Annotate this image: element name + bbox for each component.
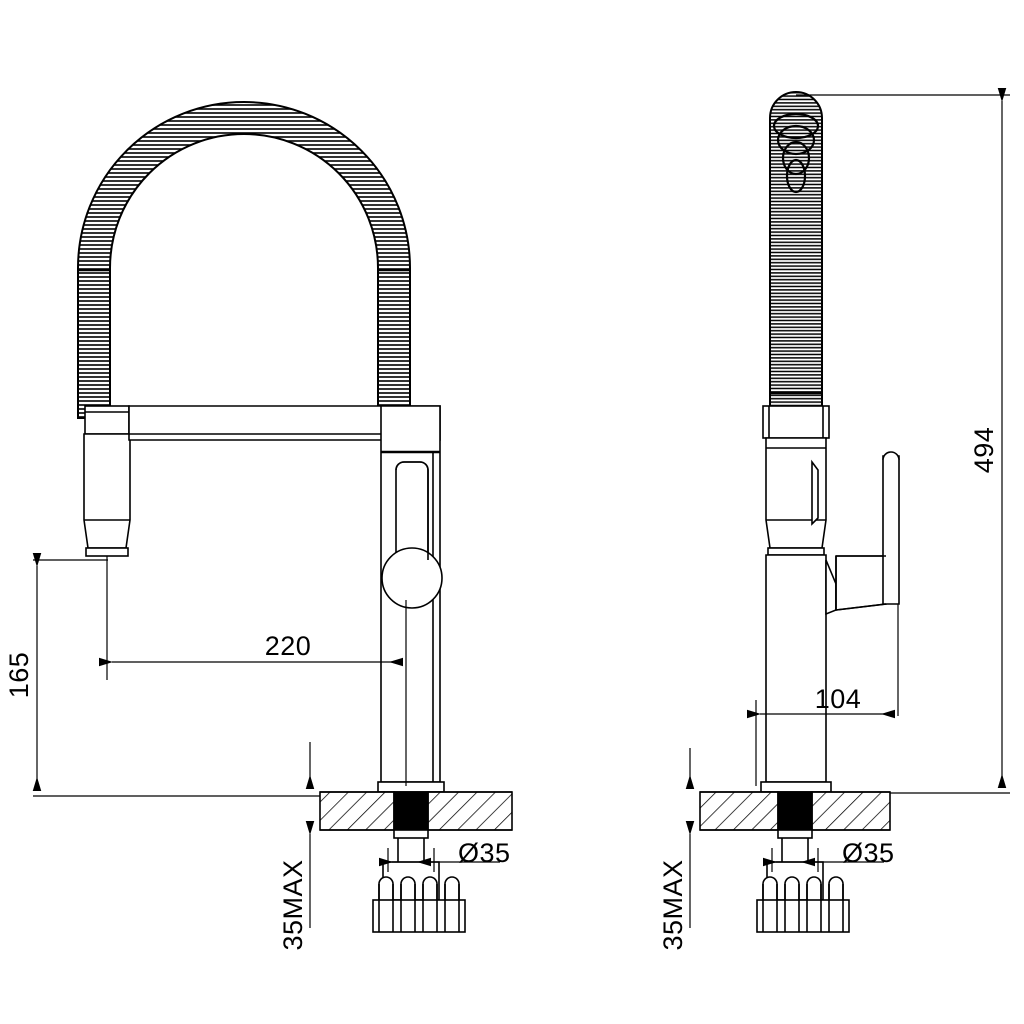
dim-label-spout-reach: 220	[265, 631, 312, 661]
base-flange-left	[377, 781, 445, 793]
dim-label-handle-reach: 104	[815, 684, 862, 714]
mount-shank-left	[393, 791, 429, 831]
countertop-left	[319, 791, 513, 831]
mount-shank-right	[777, 791, 813, 831]
dim-handle-reach	[746, 604, 899, 786]
dim-spout-height	[32, 552, 320, 797]
fixing-stud-right	[756, 829, 850, 933]
base-flange-right	[760, 781, 832, 793]
handle-lever-right	[825, 451, 900, 616]
spray-head-right	[762, 405, 830, 556]
dim-label-mount-hole-right: Ø35	[842, 838, 895, 868]
fixing-stud-left	[372, 829, 466, 933]
dim-mount-hole-left	[378, 848, 500, 872]
dim-label-counter-thickness-right: 35MAX	[658, 859, 688, 950]
handle-lever-left	[381, 461, 443, 609]
side-view-left	[32, 101, 513, 933]
dim-label-counter-thickness-left: 35MAX	[278, 859, 308, 950]
countertop-right	[699, 791, 891, 831]
front-view-right	[685, 87, 1010, 933]
spray-head-left	[83, 405, 131, 557]
dim-spout-reach	[98, 556, 407, 786]
dim-label-mount-hole-left: Ø35	[458, 838, 511, 868]
dim-mount-hole-right	[762, 848, 884, 872]
spring-hose-column	[769, 91, 823, 411]
body-column-right	[765, 554, 827, 783]
dim-overall-height	[796, 87, 1010, 794]
spring-hose-arch	[77, 101, 411, 419]
dim-label-overall-height: 494	[969, 427, 999, 474]
dim-label-spout-height: 165	[4, 652, 34, 699]
